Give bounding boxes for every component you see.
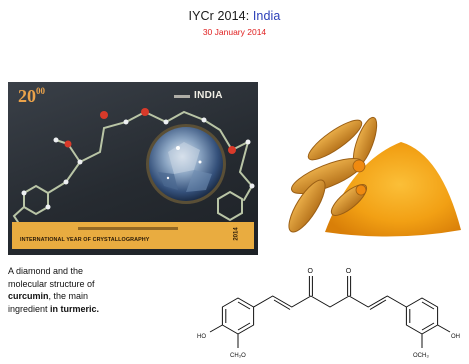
diamond-sparkle bbox=[166, 176, 170, 180]
diamond-sparkle bbox=[176, 146, 180, 150]
oxygen-atom bbox=[100, 111, 108, 119]
methoxy-label-left: CH₃O bbox=[230, 353, 246, 359]
caption-line: A diamond and the bbox=[8, 266, 84, 276]
ring-double-bond bbox=[421, 301, 435, 310]
stamp-artwork bbox=[12, 95, 255, 249]
chain-double-bond bbox=[369, 299, 387, 310]
stamp-chain-left bbox=[47, 111, 146, 194]
hydroxy-bond-right bbox=[437, 324, 451, 333]
turmeric-powder-pile bbox=[325, 142, 461, 237]
stamp-chain-bottom bbox=[12, 206, 25, 223]
stamp-band-script-decoration bbox=[78, 227, 178, 230]
curcumin-structure: O O HO OH CH₃O OCH₃ bbox=[197, 268, 460, 359]
methoxy-label-right: OCH₃ bbox=[413, 353, 429, 359]
slide-date: 30 January 2014 bbox=[202, 27, 267, 37]
stamp-country-script-decoration bbox=[174, 95, 190, 98]
hydrogen-atom bbox=[163, 119, 169, 125]
title-prefix: IYCr 2014: bbox=[188, 9, 253, 23]
hydroxy-bond-left bbox=[209, 324, 223, 333]
stamp-denomination: 2000 bbox=[18, 86, 45, 107]
diamond-facet bbox=[186, 170, 212, 192]
stamp-band bbox=[12, 222, 254, 249]
turmeric-roots bbox=[288, 116, 378, 233]
turmeric-cut-end bbox=[352, 159, 366, 173]
ring-double-bond bbox=[421, 322, 435, 331]
caption-bold-turmeric: in turmeric. bbox=[50, 303, 100, 314]
caption-bold-curcumin: curcumin bbox=[8, 291, 49, 301]
oxygen-label-left: O bbox=[308, 268, 314, 275]
benzene-ring-left bbox=[221, 297, 255, 335]
hydrogen-atom bbox=[245, 139, 251, 145]
turmeric-root bbox=[307, 119, 363, 161]
hydrogen-atom bbox=[123, 119, 129, 125]
postage-stamp-image: 2000 INDIA INTERNATIONAL YEAR OF CRYSTAL… bbox=[8, 82, 258, 255]
oxygen-atom bbox=[64, 140, 72, 148]
diamond-sparkle bbox=[198, 160, 202, 164]
ring-double-bond bbox=[237, 322, 251, 331]
benzene-ring-right bbox=[405, 297, 439, 335]
hydrogen-atom bbox=[249, 183, 255, 189]
title-country: India bbox=[252, 9, 281, 23]
stamp-ring-left bbox=[23, 184, 49, 216]
hydrogen-atom bbox=[77, 159, 83, 165]
turmeric-photo bbox=[288, 116, 461, 237]
hydroxy-label-left: HO bbox=[197, 334, 206, 340]
hydrogen-atom bbox=[21, 190, 27, 196]
ring-double-bond bbox=[237, 301, 251, 310]
stamp-chain-top bbox=[144, 110, 233, 151]
molecule-atoms bbox=[21, 108, 255, 210]
hydroxy-label-right: OH bbox=[451, 334, 460, 340]
heptadienone-chain bbox=[253, 295, 407, 308]
diamond bbox=[146, 124, 226, 204]
hydrogen-atom bbox=[201, 117, 207, 123]
caption-line: curcumin, the main bbox=[8, 290, 178, 303]
oxygen-label-right: O bbox=[346, 268, 352, 275]
hydrogen-atom bbox=[63, 179, 69, 185]
caption-text: ingredient bbox=[8, 303, 51, 314]
oxygen-atom bbox=[141, 108, 149, 116]
stamp-year: 2014 bbox=[233, 227, 240, 241]
caption-line: molecular structure of bbox=[8, 278, 95, 289]
chain-double-bond bbox=[273, 299, 291, 310]
caption-line: ingredient in turmeric. bbox=[8, 303, 178, 316]
stamp-value-main: 20 bbox=[18, 86, 36, 106]
stamp-country: INDIA bbox=[194, 90, 223, 101]
slide-caption: A diamond and the molecular structure of… bbox=[8, 265, 178, 315]
hydrogen-atom bbox=[45, 204, 51, 210]
hydrogen-atom bbox=[53, 137, 59, 143]
oxygen-atom bbox=[228, 146, 236, 154]
diamond-facet bbox=[158, 172, 178, 190]
turmeric-root bbox=[288, 179, 326, 233]
caption-text: , the main bbox=[48, 291, 89, 301]
slide-title: IYCr 2014: India bbox=[0, 9, 469, 23]
diamond-facet bbox=[168, 142, 200, 174]
stamp-caption: INTERNATIONAL YEAR OF CRYSTALLOGRAPHY bbox=[20, 237, 150, 243]
turmeric-cut-end bbox=[355, 184, 367, 196]
stamp-chain-right bbox=[231, 140, 254, 201]
stamp-value-sup: 00 bbox=[36, 86, 45, 96]
stamp-ring-right bbox=[217, 190, 243, 222]
